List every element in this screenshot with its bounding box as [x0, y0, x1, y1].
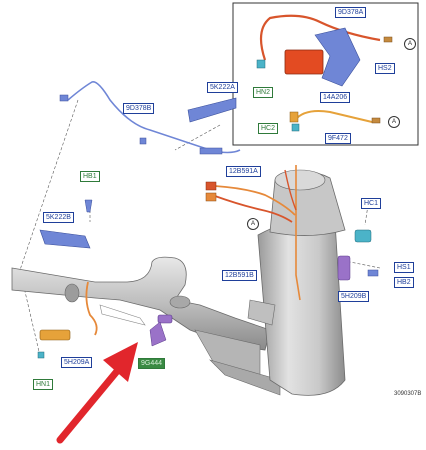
- callout-hb2: HB2: [394, 277, 414, 288]
- sensor-parts: [149, 229, 379, 347]
- callout-9f472: 9F472: [325, 133, 351, 144]
- callout-5h209b: 5H209B: [338, 291, 370, 302]
- callout-hb1: HB1: [80, 171, 100, 182]
- callout-hs1: HS1: [394, 262, 414, 273]
- callout-12b591a: 12B591A: [226, 166, 261, 177]
- callout-5h209a: 5H209A: [61, 357, 93, 368]
- callout-14a206: 14A206: [320, 92, 351, 103]
- wires-12b591a: [205, 165, 301, 301]
- exhaust-pipe: [11, 256, 281, 396]
- connector-ref-a-inset-bottom: A: [388, 116, 400, 128]
- callout-9g444: 9G444: [138, 358, 166, 369]
- callout-9d378a: 9D378A: [335, 7, 367, 18]
- inset-parts: [256, 14, 393, 132]
- harness-9d378b: [59, 81, 241, 155]
- figure-code: 3090307B: [394, 391, 422, 397]
- red-arrow: [56, 342, 138, 444]
- left-sensor-assembly: [37, 199, 146, 359]
- connector-ref-a-inset-top: A: [404, 38, 416, 50]
- callout-hn2: HN2: [253, 87, 274, 98]
- connector-ref-a-main: A: [247, 218, 259, 230]
- callout-5k222b: 5K222B: [43, 212, 74, 223]
- callout-hn1: HN1: [33, 379, 54, 390]
- callout-12b591b: 12B591B: [222, 270, 257, 281]
- callout-5k222a: 5K222A: [207, 82, 238, 93]
- callout-hc1: HC1: [361, 198, 382, 209]
- callout-hs2: HS2: [375, 63, 395, 74]
- callout-9d378b: 9D378B: [123, 103, 155, 114]
- callout-hc2: HC2: [258, 123, 279, 134]
